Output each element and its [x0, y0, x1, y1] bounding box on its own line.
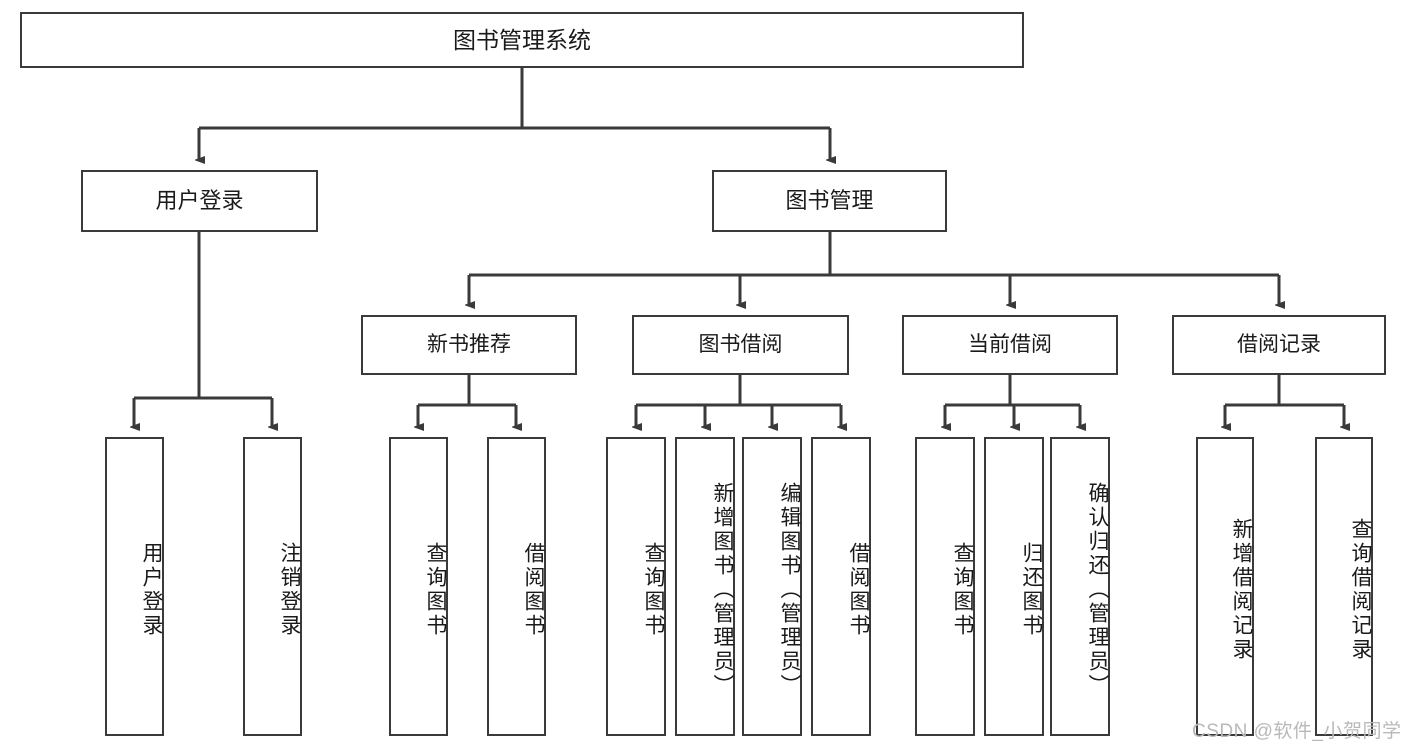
- node-leaf-query-book-2[interactable]: 查询图书: [606, 437, 666, 736]
- node-borrow-record[interactable]: 借阅记录: [1172, 315, 1386, 375]
- node-leaf-query-borrow-record-label: 查询借阅记录: [1349, 517, 1372, 662]
- node-current-borrow[interactable]: 当前借阅: [902, 315, 1118, 375]
- node-new-book-recommend-label: 新书推荐: [427, 332, 511, 356]
- node-root[interactable]: 图书管理系统: [20, 12, 1024, 68]
- node-leaf-query-book-1[interactable]: 查询图书: [389, 437, 448, 736]
- node-borrow-record-label: 借阅记录: [1237, 332, 1321, 356]
- node-leaf-query-book-3[interactable]: 查询图书: [915, 437, 975, 736]
- node-leaf-query-book-3-label: 查询图书: [951, 541, 974, 638]
- node-leaf-borrow-book-1[interactable]: 借阅图书: [487, 437, 546, 736]
- node-leaf-edit-book-label: 编辑图书（管理员）: [778, 481, 801, 698]
- node-user-login[interactable]: 用户登录: [81, 170, 318, 232]
- watermark: CSDN @软件_小贺同学: [1192, 716, 1401, 743]
- node-new-book-recommend[interactable]: 新书推荐: [361, 315, 577, 375]
- node-book-borrow-label: 图书借阅: [698, 332, 783, 356]
- node-leaf-return-book-label: 归还图书: [1020, 541, 1043, 638]
- node-book-management-label: 图书管理: [785, 188, 874, 214]
- node-leaf-user-login-label: 用户登录: [140, 541, 163, 638]
- node-leaf-query-borrow-record[interactable]: 查询借阅记录: [1315, 437, 1373, 736]
- node-leaf-add-borrow-record-label: 新增借阅记录: [1230, 517, 1253, 662]
- node-leaf-logout[interactable]: 注销登录: [243, 437, 302, 736]
- node-leaf-user-login[interactable]: 用户登录: [105, 437, 164, 736]
- node-leaf-add-book-label: 新增图书（管理员）: [711, 481, 734, 698]
- node-book-borrow[interactable]: 图书借阅: [632, 315, 849, 375]
- node-book-management[interactable]: 图书管理: [712, 170, 947, 232]
- node-user-login-label: 用户登录: [155, 188, 244, 214]
- node-leaf-return-book[interactable]: 归还图书: [984, 437, 1044, 736]
- node-leaf-logout-label: 注销登录: [278, 541, 301, 638]
- node-leaf-borrow-book-1-label: 借阅图书: [522, 541, 545, 638]
- node-leaf-borrow-book-2-label: 借阅图书: [847, 541, 870, 638]
- node-leaf-add-borrow-record[interactable]: 新增借阅记录: [1196, 437, 1254, 736]
- node-leaf-edit-book[interactable]: 编辑图书（管理员）: [742, 437, 802, 736]
- node-leaf-query-book-1-label: 查询图书: [424, 541, 447, 638]
- node-leaf-confirm-return-label: 确认归还（管理员）: [1086, 481, 1109, 698]
- node-leaf-add-book[interactable]: 新增图书（管理员）: [675, 437, 735, 736]
- node-current-borrow-label: 当前借阅: [968, 332, 1052, 356]
- node-leaf-confirm-return[interactable]: 确认归还（管理员）: [1050, 437, 1110, 736]
- node-leaf-borrow-book-2[interactable]: 借阅图书: [811, 437, 871, 736]
- node-leaf-query-book-2-label: 查询图书: [642, 541, 665, 638]
- watermark-text: CSDN @软件_小贺同学: [1192, 721, 1402, 742]
- node-root-label: 图书管理系统: [453, 26, 591, 53]
